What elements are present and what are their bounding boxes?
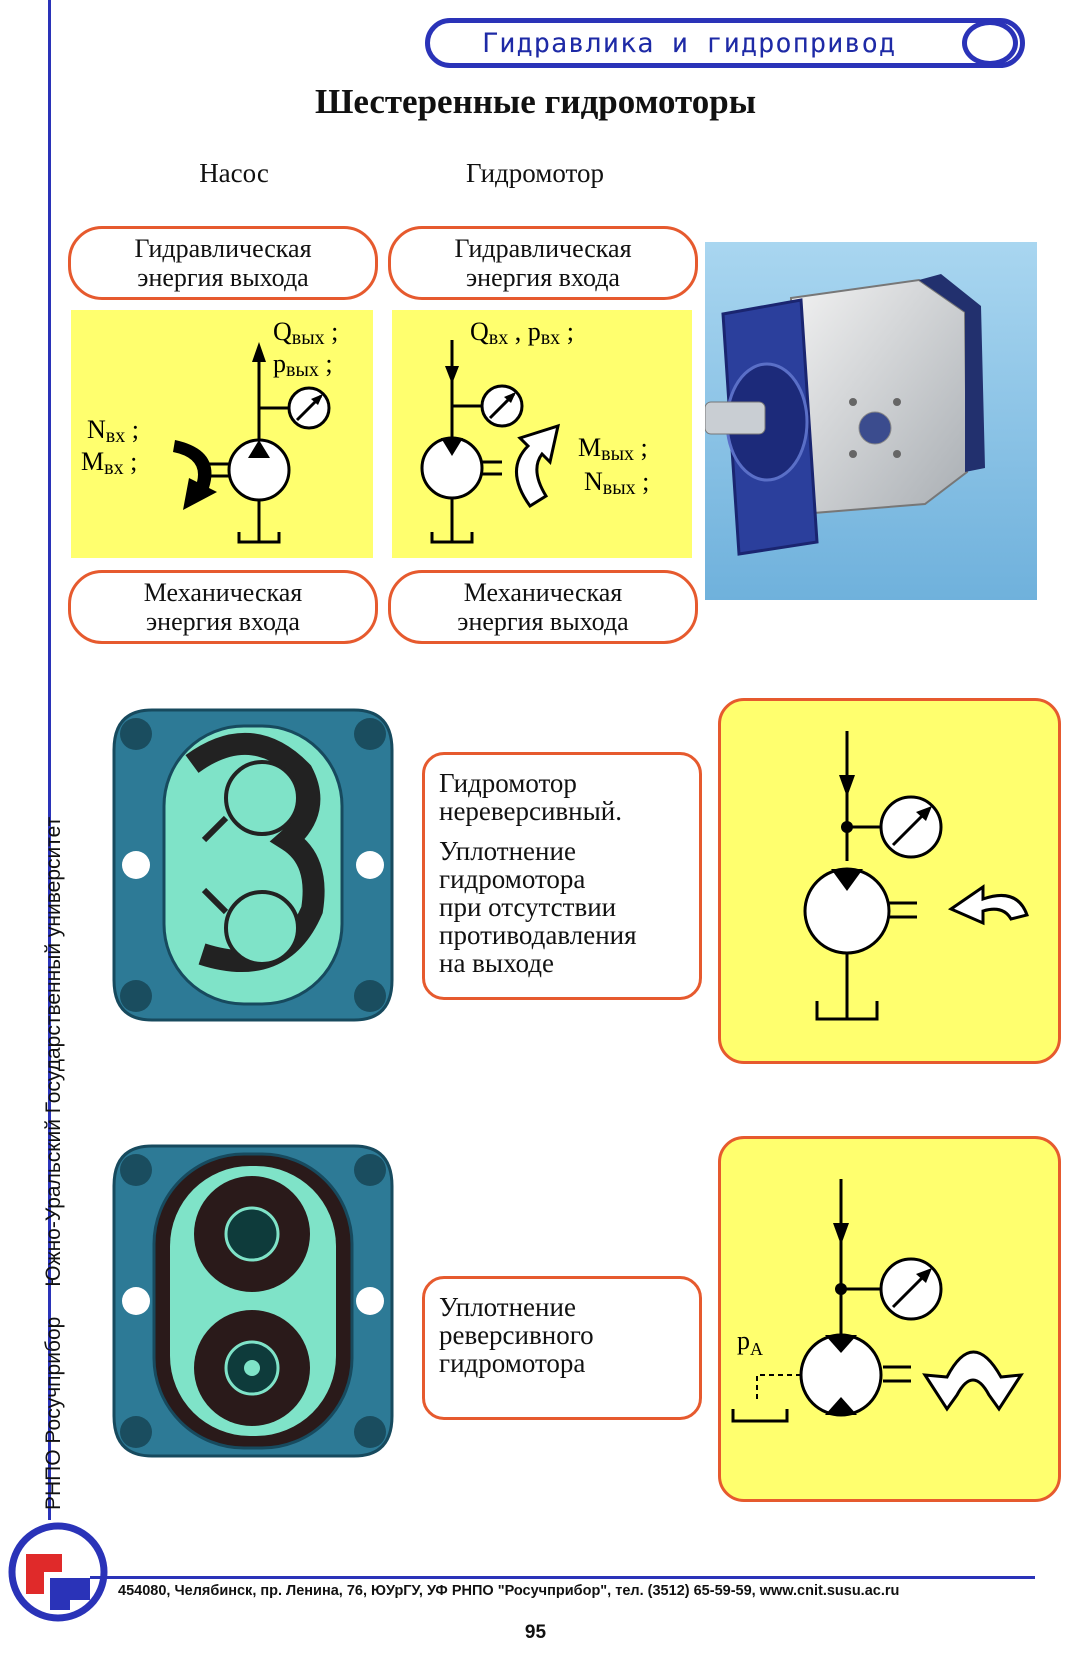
nonreversible-cross-section <box>112 708 394 1022</box>
reversible-symbol-label: pA <box>737 1326 763 1359</box>
pump-sym-q: Qвых ; <box>273 317 338 349</box>
pump-sym-n: Nвх ; <box>87 415 139 447</box>
nonreversible-text-1: Гидромотор нереверсивный. <box>439 768 622 826</box>
motor-sym-qp: Qвх , pвх ; <box>470 317 574 349</box>
footer-divider <box>90 1576 1035 1579</box>
nonreversible-symbol-panel <box>718 698 1061 1064</box>
motor-heading: Гидромотор <box>466 158 604 188</box>
footer-address: 454080, Челябинск, пр. Ленина, 76, ЮУрГУ… <box>118 1583 900 1599</box>
reversible-text: Уплотнение реверсивного гидромотора <box>439 1292 594 1378</box>
gear-motor-illustration <box>705 242 1037 600</box>
rosuchpribor-logo-icon <box>8 1522 108 1622</box>
pump-bottom-label: Механическая энергия входа <box>68 570 378 644</box>
motor-top-label: Гидравлическая энергия входа <box>388 226 698 300</box>
reversible-description: Уплотнение реверсивного гидромотора <box>422 1276 702 1420</box>
side-org: РНПО Росучприбор <box>42 1316 65 1510</box>
motor-sym-n: Nвых ; <box>584 467 649 499</box>
motor-symbol-diagram: Qвх , pвх ; Mвых ; Nвых ; <box>420 317 649 544</box>
motor-sym-m: Mвых ; <box>578 433 648 465</box>
pump-heading: Насос <box>199 158 269 188</box>
page-number: 95 <box>524 1622 547 1643</box>
motor-symbol-panel: Qвх , pвх ; Mвых ; Nвых ; <box>392 310 692 558</box>
reversible-cross-section <box>112 1144 394 1458</box>
header-circle-icon <box>962 20 1018 66</box>
reversible-symbol-diagram: pA <box>731 1179 1024 1423</box>
reversible-symbol-panel: pA <box>718 1136 1061 1502</box>
section-header: Гидравлика и гидропривод <box>425 18 1025 68</box>
nonreversible-text-2: Уплотнение гидромотора при отсутствии пр… <box>439 836 637 978</box>
nonreversible-description: Гидромотор нереверсивный. Уплотнение гид… <box>422 752 702 1000</box>
gear-motor-photo <box>705 242 1037 600</box>
pump-symbol-panel: Qвых ; pвых ; Nвх ; Mвх ; <box>71 310 373 558</box>
pump-sym-p: pвых ; <box>273 349 333 381</box>
pump-top-label: Гидравлическая энергия выхода <box>68 226 378 300</box>
section-title: Гидравлика и гидропривод <box>482 27 897 59</box>
page-title: Шестеренные гидромоторы <box>314 82 757 121</box>
pump-sym-m: Mвх ; <box>81 447 137 479</box>
pump-symbol-diagram: Qвых ; pвых ; Nвх ; Mвх ; <box>81 317 338 544</box>
side-caption: РНПО Росучприбор Южно-Уральский Государс… <box>36 730 72 1510</box>
nonreversible-symbol-diagram <box>803 731 1029 1021</box>
side-university: Южно-Уральский Государственный университ… <box>42 816 65 1287</box>
motor-bottom-label: Механическая энергия выхода <box>388 570 698 644</box>
left-accent-bar <box>48 0 51 1520</box>
